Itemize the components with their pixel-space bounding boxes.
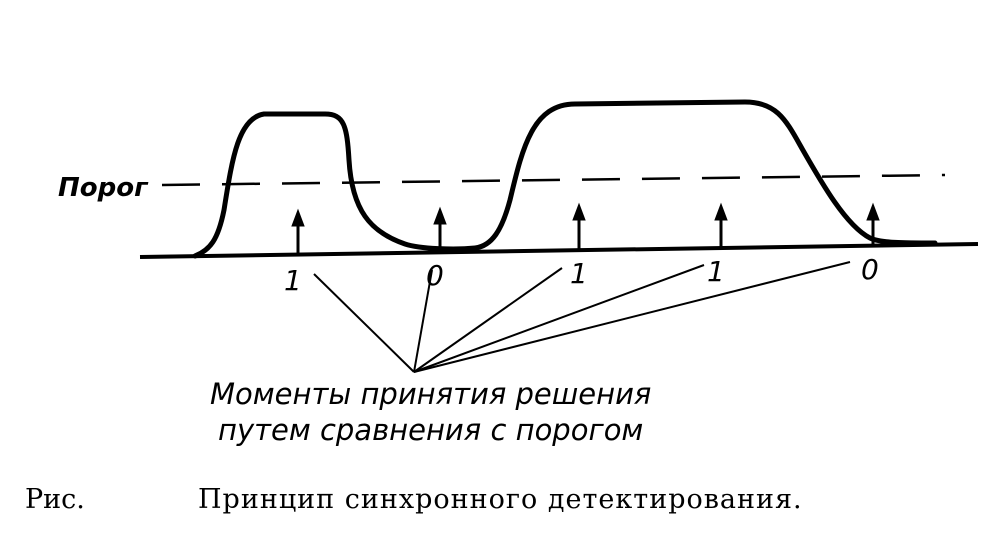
caption-prefix: Рис. xyxy=(25,484,85,515)
decision-value-5: 0 xyxy=(861,253,879,286)
leader-line-2 xyxy=(413,269,433,373)
decision-value-3: 1 xyxy=(570,257,588,290)
decision-value-1: 1 xyxy=(284,264,302,297)
signal-waveform xyxy=(192,99,938,259)
threshold-line xyxy=(161,173,946,187)
threshold-label: Порог xyxy=(58,173,149,203)
leader-lines xyxy=(313,261,851,373)
arrow-2 xyxy=(433,206,447,253)
annotation-line-1: Моменты принятия решения xyxy=(210,377,651,411)
arrow-5 xyxy=(866,202,880,246)
sampling-arrows xyxy=(291,202,880,256)
leader-line-5 xyxy=(413,261,851,373)
leader-line-4 xyxy=(413,264,705,373)
annotation-line-2: путем сравнения с порогом xyxy=(218,413,643,447)
decision-value-4: 1 xyxy=(707,255,725,288)
decision-values: 1 0 1 1 0 xyxy=(284,253,879,297)
arrow-1 xyxy=(291,208,305,256)
arrow-3 xyxy=(572,202,586,251)
time-axis xyxy=(139,242,979,259)
leader-line-1 xyxy=(313,273,415,373)
caption-text: Принцип синхронного детектирования. xyxy=(198,484,803,515)
leader-line-3 xyxy=(413,267,563,373)
arrow-4 xyxy=(714,202,728,249)
